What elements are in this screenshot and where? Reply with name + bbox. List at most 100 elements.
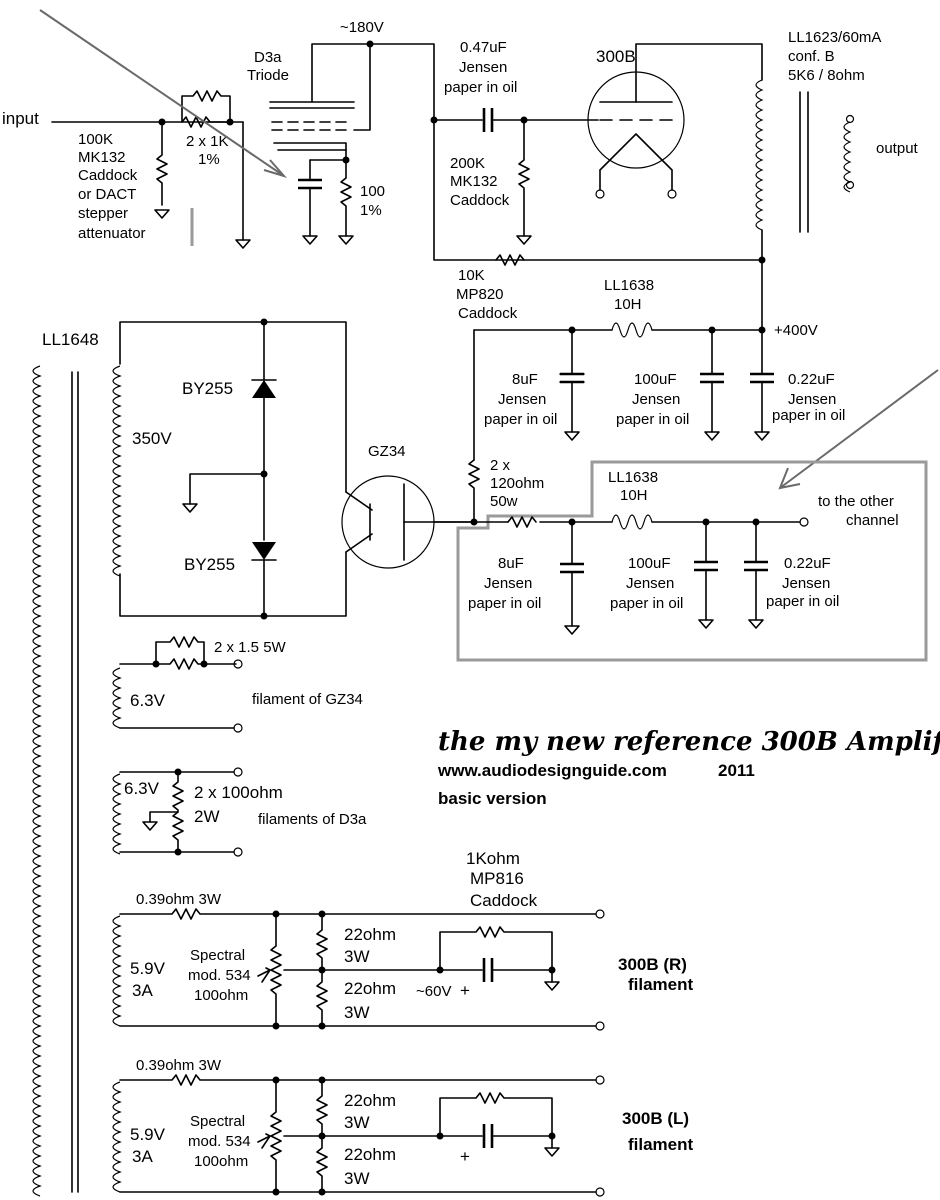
r-series-resistor-label: 0.39ohm 3W — [136, 891, 222, 908]
power-transformer-label: LL1648 — [42, 330, 99, 349]
bottom-100uf-brand: Jensen — [626, 575, 674, 592]
l-pot-brand: Spectral — [190, 1113, 245, 1130]
power-transformer: LL1648 350V — [32, 321, 347, 1197]
300b-l-coil — [112, 1081, 122, 1193]
d3a-type-label: Triode — [247, 67, 289, 84]
l-hum-res-upper-power: 3W — [344, 1113, 370, 1132]
output-transformer-config: conf. B — [788, 48, 835, 65]
300b-r-label: 300B (R) — [618, 955, 687, 974]
top-022uf-value: 0.22uF — [788, 371, 835, 388]
300b-l-filament-label: filament — [628, 1135, 694, 1154]
top-100uf-brand: Jensen — [632, 391, 680, 408]
b-plus-label: +400V — [774, 322, 818, 339]
bias-resistor-value: 1Kohm — [466, 849, 520, 868]
output-transformer-ratio: 5K6 / 8ohm — [788, 67, 865, 84]
r-pot-model: mod. 534 — [188, 967, 251, 984]
output-label: output — [876, 140, 919, 157]
l-cap-plus: + — [460, 1147, 470, 1166]
attenuator-label-2: MK132 — [78, 149, 126, 166]
grid-resistor-tolerance: 1% — [198, 151, 220, 168]
cathode-resistor-value: 100 — [360, 183, 385, 200]
title-block: the my new reference 300B Amplifier www.… — [437, 727, 940, 808]
300b-label: 300B — [596, 47, 636, 66]
coupling-section: 0.47uF Jensen paper in oil 200K MK132 Ca… — [433, 39, 599, 322]
top-8uf-value: 8uF — [512, 371, 538, 388]
coupling-cap-brand: Jensen — [459, 59, 507, 76]
300b-r-coil — [112, 915, 122, 1027]
gz34-winding-label: 6.3V — [130, 691, 166, 710]
r-hum-res-upper-power: 3W — [344, 947, 370, 966]
feed-resistor-value: 10K — [458, 267, 485, 284]
d3a-resistors-label: 2 x 100ohm — [194, 783, 283, 802]
output-stage: 300B LL1623/60mA conf. B 5K6 / 8ohm outp… — [587, 29, 919, 261]
bottom-022uf-brand: Jensen — [782, 575, 830, 592]
d3a-winding-label: 6.3V — [124, 779, 160, 798]
annotation-arrow-2 — [778, 369, 939, 490]
other-channel-box — [456, 460, 928, 662]
300b-r-filament-label: filament — [628, 975, 694, 994]
feed-resistor-brand: Caddock — [458, 305, 518, 322]
bottom-choke-model: LL1638 — [608, 469, 658, 486]
l-pot-model: mod. 534 — [188, 1133, 251, 1150]
bias-resistor-model: MP816 — [470, 869, 524, 888]
l-pot-value: 100ohm — [194, 1153, 248, 1170]
bottom-022uf-type: paper in oil — [766, 593, 839, 610]
r-pot-value: 100ohm — [194, 987, 248, 1004]
r-winding-current: 3A — [132, 981, 153, 1000]
power-filter-top: +400V LL1638 10H 8uF Jensen paper in oil… — [473, 256, 845, 461]
l-hum-res-lower-value: 22ohm — [344, 1145, 396, 1164]
bottom-8uf-brand: Jensen — [484, 575, 532, 592]
attenuator-label-1: 100K — [78, 131, 113, 148]
attenuator-label-6: attenuator — [78, 225, 146, 242]
gz34-filament: 2 x 1.5 5W 6.3V filament of GZ34 — [112, 636, 363, 733]
primary-coil — [32, 365, 42, 1197]
feed-resistor-model: MP820 — [456, 286, 504, 303]
bottom-100uf-type: paper in oil — [610, 595, 683, 612]
attenuator-label-4: or DACT — [78, 186, 136, 203]
diode-upper-label: BY255 — [182, 379, 233, 398]
top-100uf-type: paper in oil — [616, 411, 689, 428]
gz34-resistors-label: 2 x 1.5 5W — [214, 639, 287, 656]
d3a-label: D3a — [254, 49, 282, 66]
top-choke-value: 10H — [614, 296, 642, 313]
l-series-resistor-label: 0.39ohm 3W — [136, 1057, 222, 1074]
d3a-triode: D3a Triode ~180V 100 1% — [247, 19, 761, 261]
gz34-filament-label: filament of GZ34 — [252, 691, 363, 708]
l-hum-res-upper-value: 22ohm — [344, 1091, 396, 1110]
top-100uf-value: 100uF — [634, 371, 677, 388]
coupling-cap-type: paper in oil — [444, 79, 517, 96]
top-8uf-type: paper in oil — [484, 411, 557, 428]
attenuator-label-5: stepper — [78, 205, 128, 222]
300b-l-label: 300B (L) — [622, 1109, 689, 1128]
top-8uf-brand: Jensen — [498, 391, 546, 408]
r-hum-res-lower-power: 3W — [344, 1003, 370, 1022]
r-pot-brand: Spectral — [190, 947, 245, 964]
300b-r-filament: 1Kohm MP816 Caddock 0.39ohm 3W 5.9V 3A S… — [112, 849, 694, 1031]
bias-voltage-label: ~60V — [416, 983, 451, 1000]
dropper-count: 2 x — [490, 457, 511, 474]
input-label: input — [2, 109, 39, 128]
l-winding-current: 3A — [132, 1147, 153, 1166]
page-title: the my new reference 300B Amplifier — [438, 727, 940, 757]
year-label: 2011 — [718, 761, 755, 780]
300b-l-filament: 0.39ohm 3W 5.9V 3A Spectral mod. 534 100… — [112, 1057, 694, 1197]
grid-resistor-label: 2 x 1K — [186, 133, 229, 150]
dropper-power: 50w — [490, 493, 518, 510]
annotation-arrow-1 — [39, 9, 288, 178]
plate-voltage-label: ~180V — [340, 19, 384, 36]
r-winding-voltage: 5.9V — [130, 959, 166, 978]
bottom-100uf-value: 100uF — [628, 555, 671, 572]
hv-secondary-label: 350V — [132, 429, 172, 448]
d3a-filament-coil — [112, 773, 122, 855]
cathode-resistor-tolerance: 1% — [360, 202, 382, 219]
other-channel-label-1: to the other — [818, 493, 894, 510]
dropper-value: 120ohm — [490, 475, 544, 492]
diode-lower-label: BY255 — [184, 555, 235, 574]
hv-secondary-coil — [112, 365, 122, 577]
r-hum-res-upper-value: 22ohm — [344, 925, 396, 944]
bottom-choke-value: 10H — [620, 487, 648, 504]
bottom-022uf-value: 0.22uF — [784, 555, 831, 572]
r-cap-plus: + — [460, 981, 470, 1000]
coupling-cap-value: 0.47uF — [460, 39, 507, 56]
